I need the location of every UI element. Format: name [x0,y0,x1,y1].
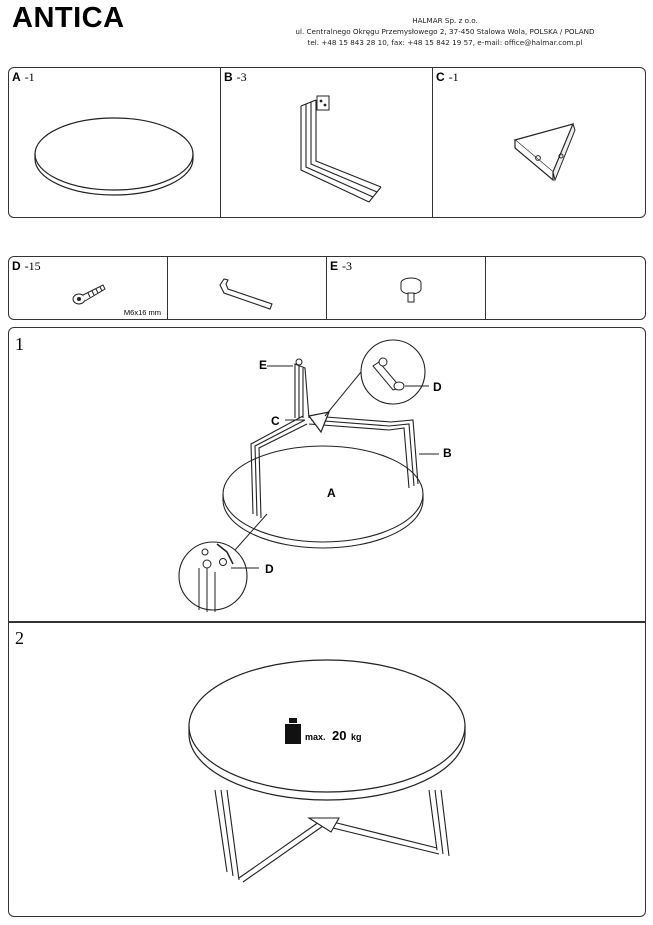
leg-frame-illustration [300,95,382,203]
part-c-label: C-1 [436,70,459,85]
step-1-number: 1 [15,334,24,354]
step-1-panel: 1 [8,327,646,623]
hardware-cell-empty [486,257,645,319]
max-value: 20 [332,728,347,743]
hardware-d-qty: -15 [24,259,41,273]
max-load-label: max. 20 kg [305,728,362,743]
bolt-size: M6x16 mm [123,308,161,317]
callout-d-bottom: D [265,562,274,576]
weight-icon [285,718,301,744]
part-a-qty: -1 [24,70,35,84]
product-title: ANTICA [12,2,125,34]
hardware-table: D-15 M6x16 mm E-3 [8,256,646,320]
part-c-qty: -1 [448,70,459,84]
callout-e: E [259,358,268,372]
bolt-icon [72,284,106,305]
hardware-cell-key [168,257,327,319]
hardware-e-letter: E [330,259,339,273]
hardware-e-qty: -3 [342,259,353,273]
step-2-panel: 2 max. 20 kg [8,621,646,917]
part-a-letter: A [12,70,21,84]
part-cell-c: C-1 [433,68,645,217]
step-1-assembly-illustration [178,339,439,612]
max-text: max. [305,732,326,742]
company-name: HALMAR Sp. z o.o. [412,16,478,25]
callout-a: A [327,486,336,500]
hardware-cell-d: D-15 M6x16 mm [9,257,168,319]
part-c-letter: C [436,70,445,84]
step-2-number: 2 [15,628,24,648]
step-2-table-illustration [188,659,466,883]
corner-bracket-illustration [513,122,576,182]
company-info: HALMAR Sp. z o.o. ul. Centralnego Okręgu… [265,15,625,48]
company-contact: tel. +48 15 843 28 10, fax: +48 15 842 1… [307,38,583,47]
part-a-label: A-1 [12,70,35,85]
callout-b: B [443,446,452,460]
part-b-qty: -3 [236,70,247,84]
callout-c: C [271,414,280,428]
glide-foot-icon [400,277,422,303]
part-b-letter: B [224,70,233,84]
parts-table: A-1 B-3 C-1 [8,67,646,218]
callout-d-top: D [433,380,442,394]
max-unit: kg [351,732,362,742]
allen-key-icon [219,278,273,310]
part-b-label: B-3 [224,70,247,85]
part-cell-a: A-1 [9,68,221,217]
part-cell-b: B-3 [221,68,433,217]
hardware-d-letter: D [12,259,21,273]
tabletop-illustration [34,117,194,196]
hardware-d-label: D-15 [12,259,41,274]
hardware-e-label: E-3 [330,259,352,274]
company-address: ul. Centralnego Okręgu Przemysłowego 2, … [295,27,595,36]
hardware-cell-e: E-3 [327,257,486,319]
